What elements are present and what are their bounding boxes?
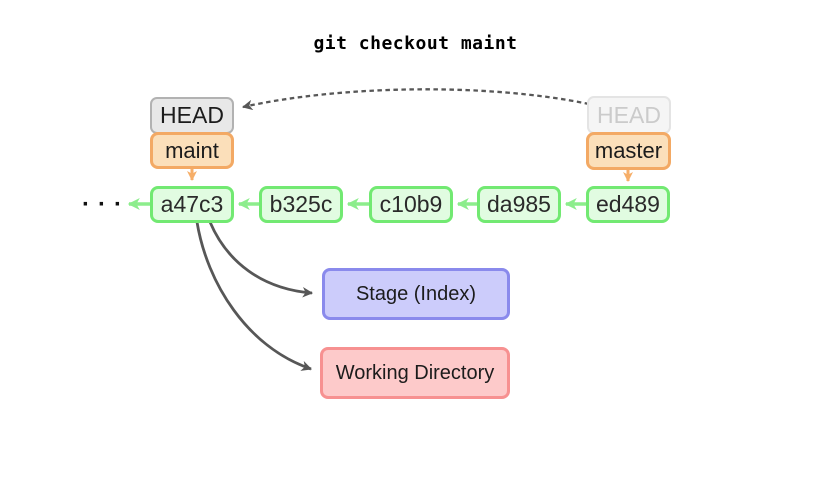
branch-box-master: master — [586, 132, 671, 170]
branch-box-maint: maint — [150, 132, 234, 169]
checkout-arrow-to-stage — [208, 221, 314, 298]
checkout-arrow-to-working-directory — [195, 221, 312, 371]
stage-index-box: Stage (Index) — [322, 268, 510, 320]
head-box-current: HEAD — [150, 97, 234, 134]
commit-box: c10b9 — [369, 186, 453, 223]
command-title: git checkout maint — [313, 33, 518, 54]
head-box-previous: HEAD — [587, 96, 671, 134]
commit-box: a47c3 — [150, 186, 234, 223]
commit-box: ed489 — [586, 186, 670, 223]
commit-box: da985 — [477, 186, 561, 223]
head-move-dashed-arrow — [241, 88, 590, 111]
working-directory-box: Working Directory — [320, 347, 510, 399]
history-ellipsis: ··· — [82, 190, 130, 218]
commit-box: b325c — [259, 186, 343, 223]
